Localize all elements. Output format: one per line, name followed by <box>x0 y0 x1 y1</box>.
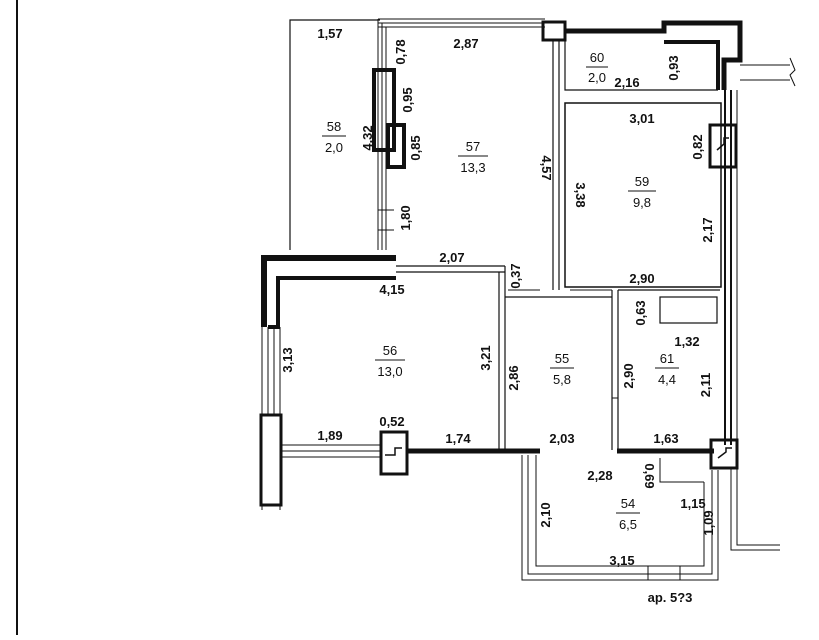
room-area: 2,0 <box>588 70 606 85</box>
dimension-label: 1,89 <box>317 428 342 443</box>
room-label-54: 54 6,5 <box>616 496 640 532</box>
dimension-label: 2,28 <box>587 468 612 483</box>
wall-56-top <box>261 255 396 327</box>
column-right <box>708 123 738 169</box>
top-wall <box>377 18 545 250</box>
room-area: 9,8 <box>633 195 651 210</box>
dimension-label: 1,80 <box>398 205 413 230</box>
dimension-label: 1,09 <box>701 510 716 535</box>
pier-56-left <box>259 413 283 507</box>
dimension-label: 2,07 <box>439 250 464 265</box>
dimension-label: 3,21 <box>478 345 493 370</box>
wall-pier-small <box>386 123 406 169</box>
dimension-label: 1,32 <box>674 334 699 349</box>
dimension-label: 2,86 <box>506 365 521 390</box>
cabinet-61 <box>659 296 718 324</box>
dimension-label: 2,17 <box>700 217 715 242</box>
room-59-outline <box>564 102 722 288</box>
room-area: 5,8 <box>553 372 571 387</box>
dimension-label: 0,63 <box>633 300 648 325</box>
dimension-label: 3,38 <box>573 182 588 207</box>
room-number: 54 <box>621 496 635 511</box>
dimension-label: 2,03 <box>549 431 574 446</box>
room-label-56: 56 13,0 <box>375 343 405 379</box>
dimension-label: 0,37 <box>508 263 523 288</box>
room-area: 13,3 <box>460 160 485 175</box>
room-label-60: 60 2,0 <box>586 50 608 85</box>
apartment-label: ар. 5?3 <box>648 590 693 605</box>
dimension-label: 4,32 <box>360 125 375 150</box>
room-area: 2,0 <box>325 140 343 155</box>
dimension-label: 2,87 <box>453 36 478 51</box>
dimension-label: 0,52 <box>379 414 404 429</box>
dimension-label: 0,69 <box>642 463 657 488</box>
room-label-61: 61 4,4 <box>655 351 679 387</box>
room-label-58: 58 2,0 <box>322 119 346 155</box>
room-area: 4,4 <box>658 372 676 387</box>
dimension-label: 3,15 <box>609 553 634 568</box>
room-number: 58 <box>327 119 341 134</box>
room-54-inner <box>535 455 705 567</box>
wall-pier-left <box>372 68 396 152</box>
room-number: 61 <box>660 351 674 366</box>
room-label-57: 57 13,3 <box>458 139 488 175</box>
dimension-label: 0,85 <box>408 135 423 160</box>
room-number: 56 <box>383 343 397 358</box>
room-60-outline <box>564 40 718 91</box>
dimension-label: 0,93 <box>666 55 681 80</box>
room-number: 60 <box>590 50 604 65</box>
room-54-mid <box>527 455 713 575</box>
dimension-label: 2,11 <box>698 373 713 398</box>
wall-top-right <box>565 20 743 90</box>
dimension-label: 0,95 <box>400 87 415 112</box>
balcony-outline <box>289 19 380 250</box>
wall-56-inner <box>268 276 396 329</box>
dimension-label: 1,57 <box>317 26 342 41</box>
room-number: 59 <box>635 174 649 189</box>
dimension-label: 4,57 <box>539 155 554 180</box>
room-area: 13,0 <box>377 364 402 379</box>
room-number: 57 <box>466 139 480 154</box>
dimension-label: 3,01 <box>629 111 654 126</box>
dimension-label: 2,90 <box>629 271 654 286</box>
dimension-labels: 1,57 2,87 2,07 4,15 1,32 1,89 0,52 1,74 … <box>317 26 705 605</box>
dimension-labels-vertical: 0,78 0,95 4,32 0,85 1,80 4,57 0,37 3,13 … <box>280 39 716 535</box>
room-number: 55 <box>555 351 569 366</box>
column-top <box>541 20 567 42</box>
wall-inner-60 <box>664 40 720 90</box>
dimension-label: 1,74 <box>445 431 471 446</box>
dimension-label: 0,82 <box>690 134 705 159</box>
room-label-59: 59 9,8 <box>628 174 656 210</box>
dimension-label: 2,16 <box>614 75 639 90</box>
room-54-outer <box>521 455 719 581</box>
dimension-label: 2,90 <box>621 363 636 388</box>
room-54-nook <box>659 458 704 483</box>
dimension-label: 1,15 <box>680 496 705 511</box>
dimension-label: 4,15 <box>379 282 404 297</box>
dimension-label: 3,13 <box>280 347 295 372</box>
dimension-label: 0,78 <box>393 39 408 64</box>
column-bottom-right <box>709 438 739 470</box>
dimension-label: 1,63 <box>653 431 678 446</box>
room-label-55: 55 5,8 <box>550 351 574 387</box>
column-bottom <box>379 430 409 476</box>
dimension-label: 2,10 <box>538 502 553 527</box>
room-area: 6,5 <box>619 517 637 532</box>
